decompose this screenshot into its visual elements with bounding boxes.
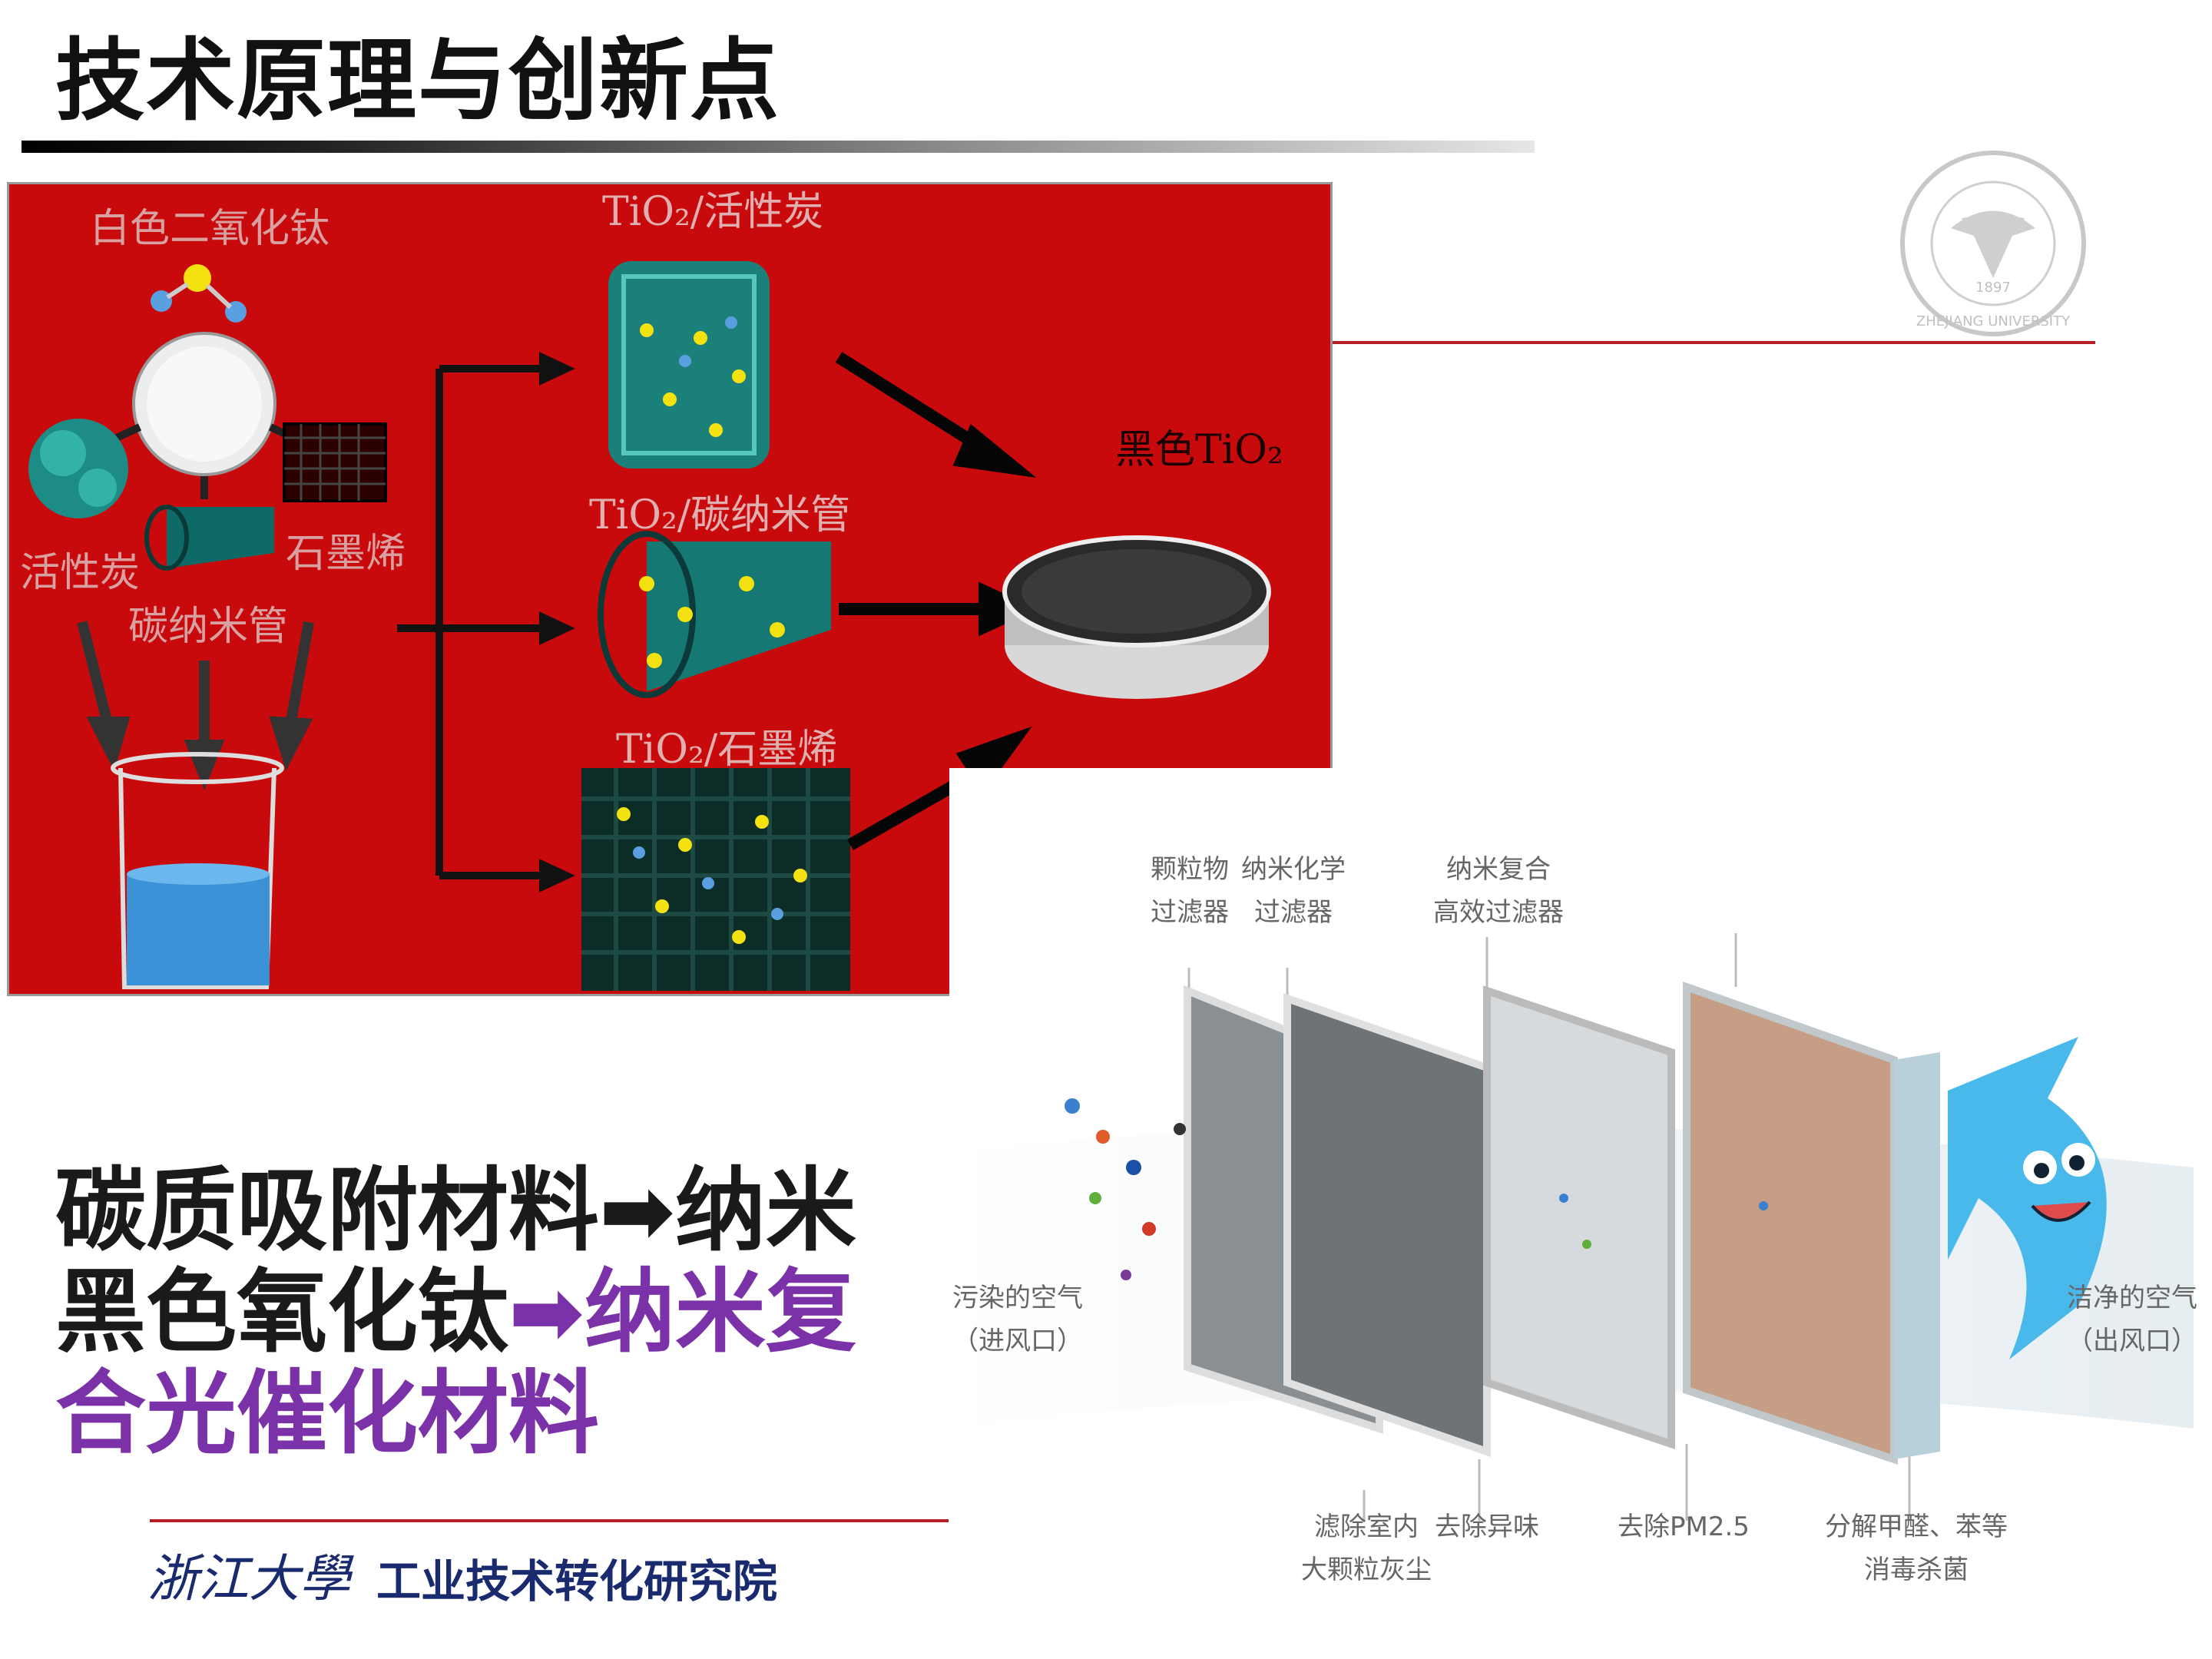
filter-label-dirty-air: 污染的空气（进风口） — [952, 1283, 1083, 1356]
footer-rule — [150, 1519, 949, 1522]
tio2-molecule-icon — [151, 264, 247, 323]
title-underline — [22, 141, 1535, 153]
label-carbon-nanotube: 碳纳米管 — [128, 604, 289, 650]
filter-label-clean-air: 洁净的空气（出风口） — [2067, 1283, 2197, 1356]
filter-label-particle: 颗粒物过滤器 — [1151, 854, 1229, 928]
beaker-icon — [111, 752, 284, 989]
logo-year: 1897 — [1975, 280, 2011, 296]
label-activated-carbon: 活性炭 — [20, 550, 141, 596]
filter-label-formaldehyde: 分解甲醛、苯等消毒杀菌 — [1825, 1512, 2008, 1585]
tio2-nanotube-icon — [598, 531, 831, 698]
pollutant-particles — [1065, 1098, 1768, 1280]
footer-university-script: 浙江大學 — [147, 1549, 350, 1608]
header-rule — [1332, 341, 2095, 344]
label-tio2-nanotube: TiO₂/碳纳米管 — [589, 492, 851, 538]
slide-title: 技术原理与创新点 — [55, 29, 780, 133]
filter-label-nano-chemical: 纳米化学过滤器 — [1241, 854, 1346, 928]
zhejiang-university-logo: 1897 ZHEJIANG UNIVERSITY — [1900, 151, 2086, 336]
label-graphene: 石墨烯 — [286, 531, 406, 577]
statement-part-3: 纳米复合光催化材料 — [55, 1259, 856, 1466]
clean-air-mascot-icon — [1948, 1037, 2107, 1359]
label-tio2-activated-carbon: TiO₂/活性炭 — [602, 189, 824, 235]
black-tio2-dish-icon — [1002, 535, 1271, 699]
graphene-sheet-icon — [283, 422, 387, 502]
label-tio2-graphene: TiO₂/石墨烯 — [616, 727, 838, 773]
footer-institute-name: 工业技术转化研究院 — [376, 1555, 778, 1608]
filter-label-dust: 滤除室内大颗粒灰尘 — [1301, 1512, 1432, 1585]
label-black-tio2: 黑色TiO₂ — [1115, 427, 1283, 473]
label-white-tio2: 白色二氧化钛 — [90, 206, 330, 252]
activated-carbon-icon — [28, 419, 128, 518]
logo-name: ZHEJIANG UNIVERSITY — [1916, 313, 2071, 329]
nano-chemical-filter-panel — [1283, 992, 1491, 1458]
filter-label-odor: 去除异味 — [1435, 1512, 1539, 1542]
carbon-nanotube-icon — [144, 505, 274, 571]
main-statement: 碳质吸附材料➡纳米黑色氧化钛➡纳米复合光催化材料 — [55, 1160, 946, 1464]
photocatalyst-filter-panel — [1683, 981, 1940, 1465]
tio2-activated-carbon-icon — [608, 261, 770, 469]
nano-composite-filter-panel — [1483, 985, 1675, 1449]
filter-label-pm25: 去除PM2.5 — [1618, 1512, 1750, 1542]
tio2-graphene-icon — [581, 768, 850, 991]
statement-arrow-2: ➡ — [508, 1259, 584, 1365]
filter-label-nano-composite: 纳米复合高效过滤器 — [1433, 854, 1564, 928]
statement-part-2: 纳米黑色氧化钛 — [55, 1157, 856, 1365]
statement-arrow-1: ➡ — [599, 1157, 675, 1263]
air-filter-illustration: 颗粒物过滤器 纳米化学过滤器 纳米复合高效过滤器 污染的空气（进风口） 洁净的空… — [949, 768, 2197, 1659]
statement-part-1: 碳质吸附材料 — [55, 1157, 600, 1263]
